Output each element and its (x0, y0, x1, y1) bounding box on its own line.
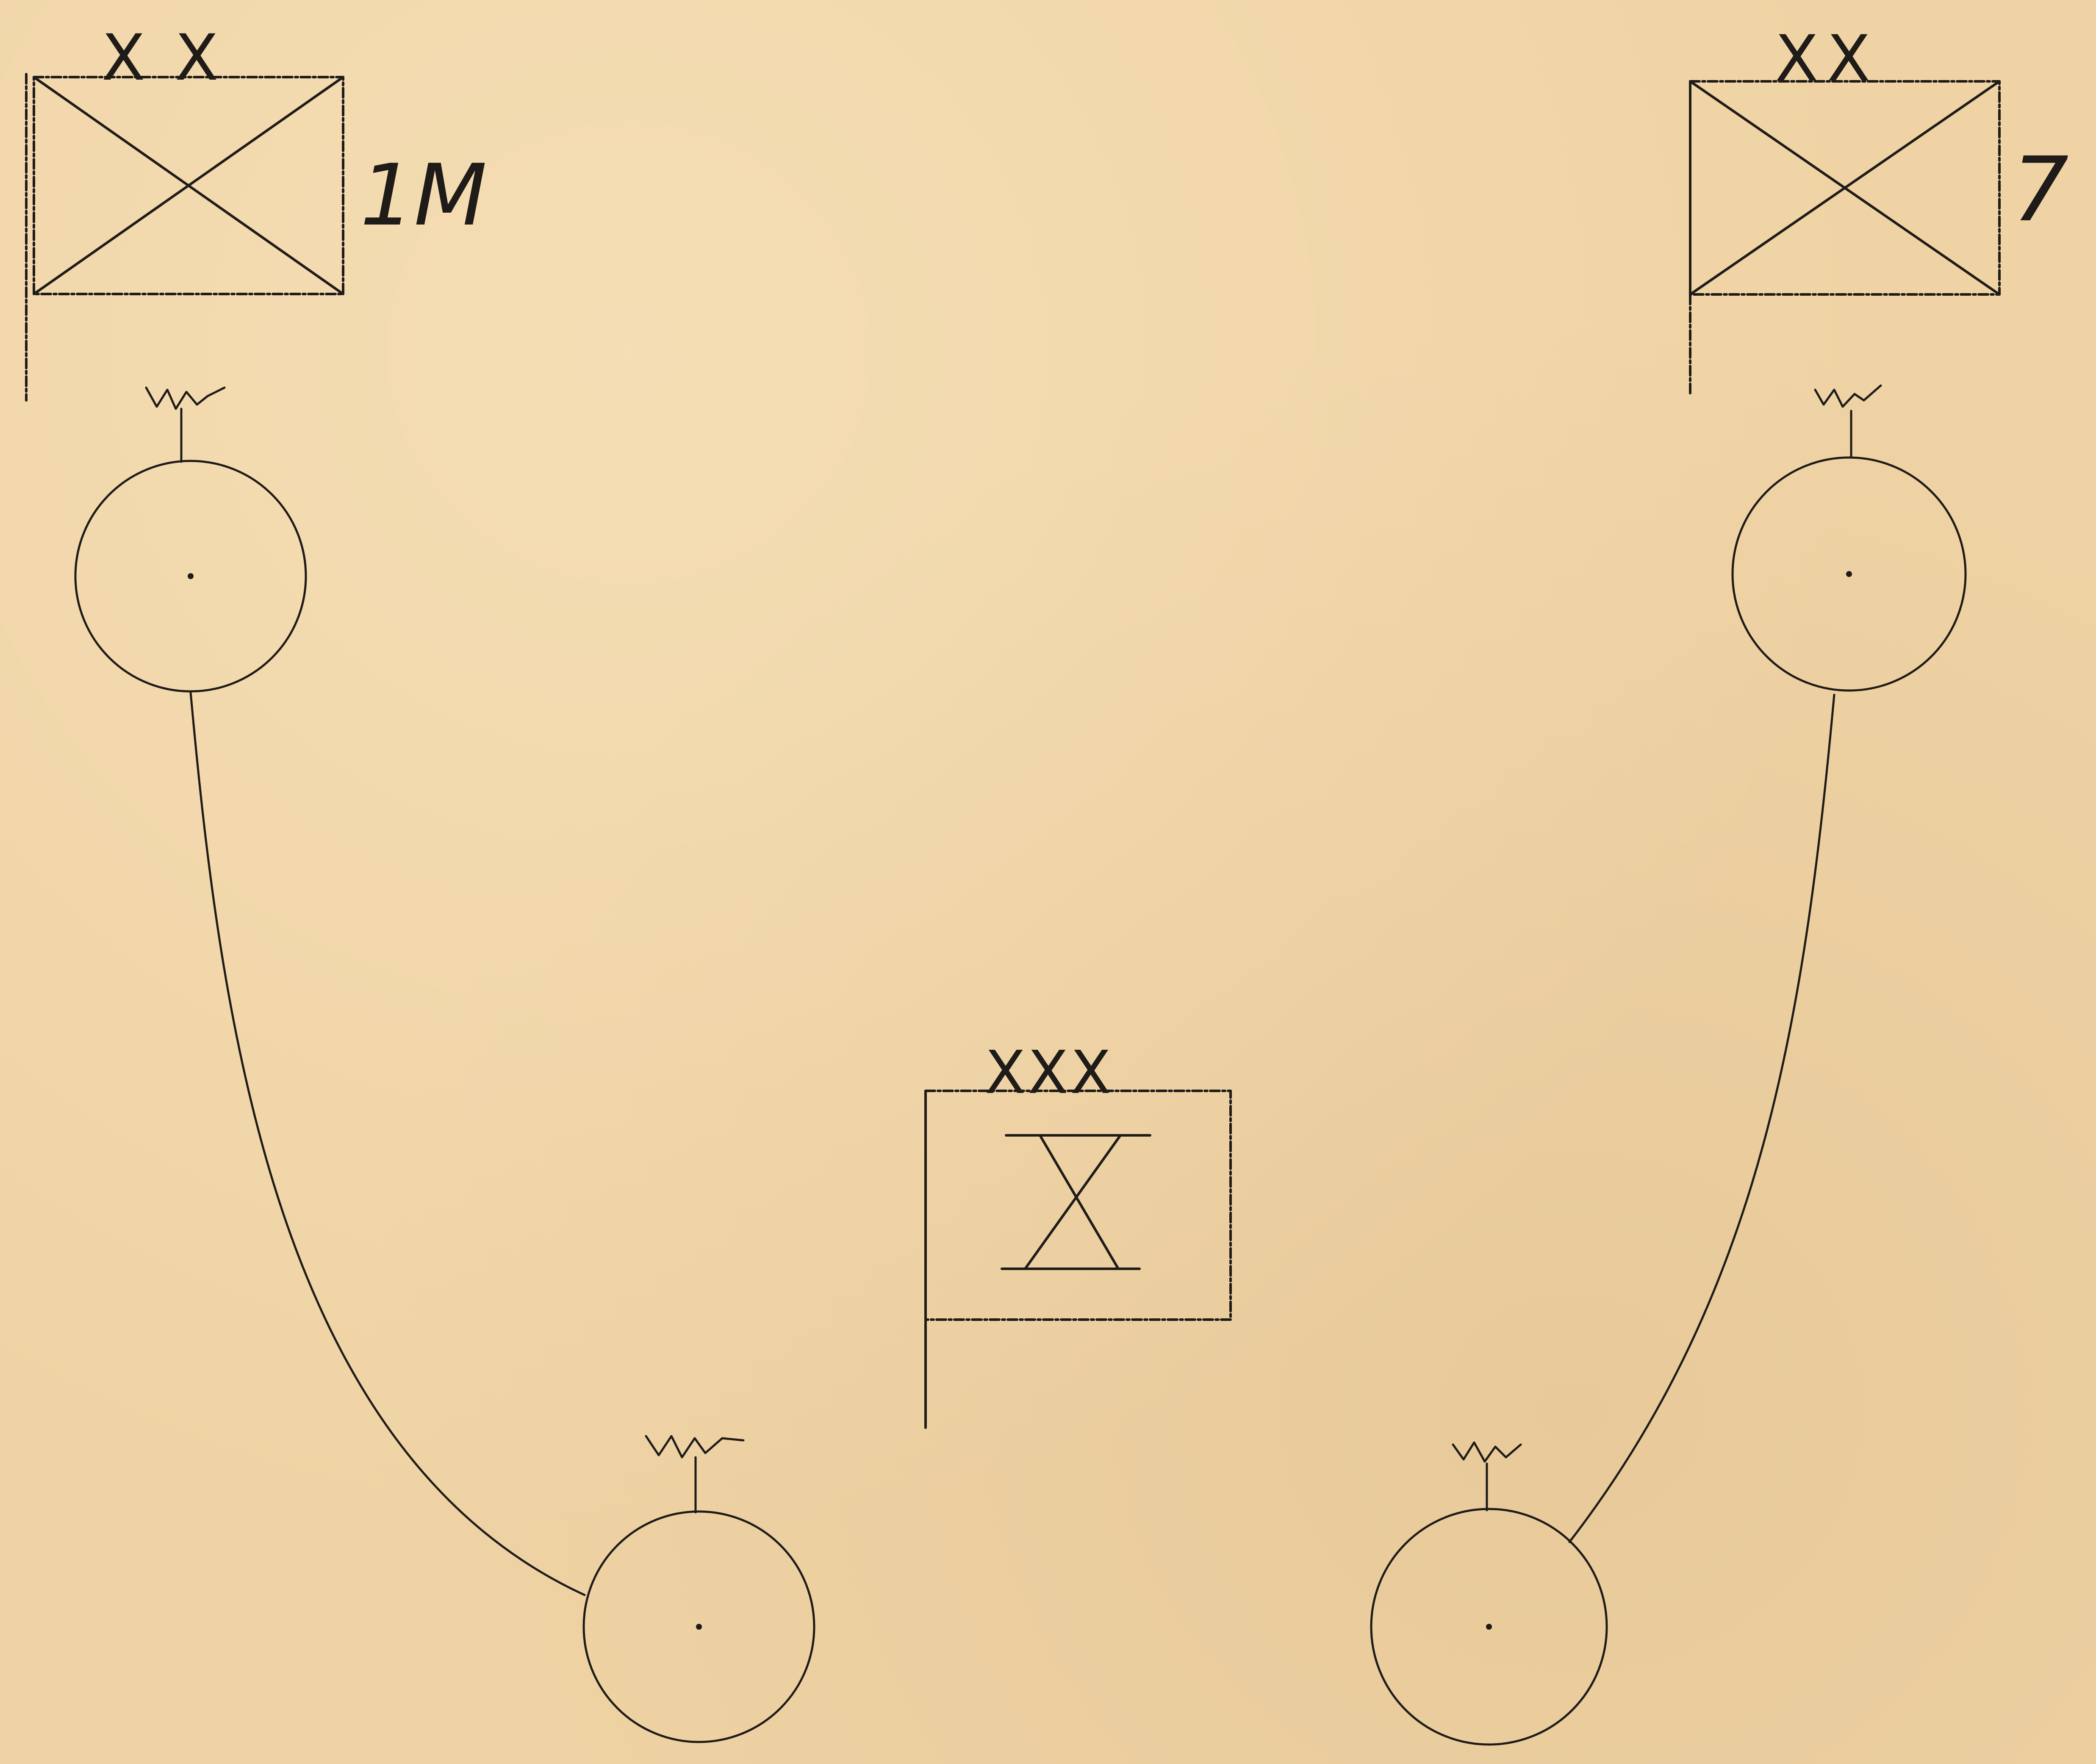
left-division-designation: 1M (360, 146, 487, 245)
antenna-icon (1814, 384, 1882, 408)
left-top-radio-station (74, 386, 307, 693)
left-division-symbol: XX 1M (25, 21, 487, 402)
left-division-frame (33, 76, 344, 295)
left-bottom-circle (582, 1510, 815, 1743)
center-corps-symbol: XXX (924, 1038, 1232, 1429)
right-top-radio-station (1731, 384, 1967, 692)
antenna-icon (1452, 1441, 1522, 1463)
left-division-cross-b (33, 76, 344, 295)
center-corps-frame (924, 1090, 1232, 1321)
right-bottom-center-dot (1486, 1624, 1492, 1630)
antenna-icon (145, 386, 226, 410)
left-bottom-radio-station (582, 1435, 815, 1743)
antenna-icon (645, 1435, 745, 1459)
right-division-cross-b (1689, 80, 2001, 296)
right-top-center-dot (1846, 571, 1852, 577)
right-bottom-radio-station (1370, 1441, 1608, 1746)
right-division-designation: 7 (2012, 138, 2069, 241)
left-division-echelon: XX (102, 21, 248, 95)
right-division-echelon: XX (1775, 22, 1879, 96)
right-connection-line (1568, 693, 1835, 1543)
right-bottom-circle (1370, 1508, 1608, 1746)
center-corps-echelon: XXX (985, 1038, 1113, 1107)
right-top-circle (1731, 456, 1967, 692)
right-division-symbol: XX 7 (1689, 22, 2069, 395)
hourglass-icon (1001, 1134, 1151, 1270)
left-top-center-dot (188, 573, 194, 579)
left-top-circle (74, 460, 307, 693)
left-connection-line (189, 691, 586, 1596)
left-bottom-center-dot (696, 1624, 702, 1630)
